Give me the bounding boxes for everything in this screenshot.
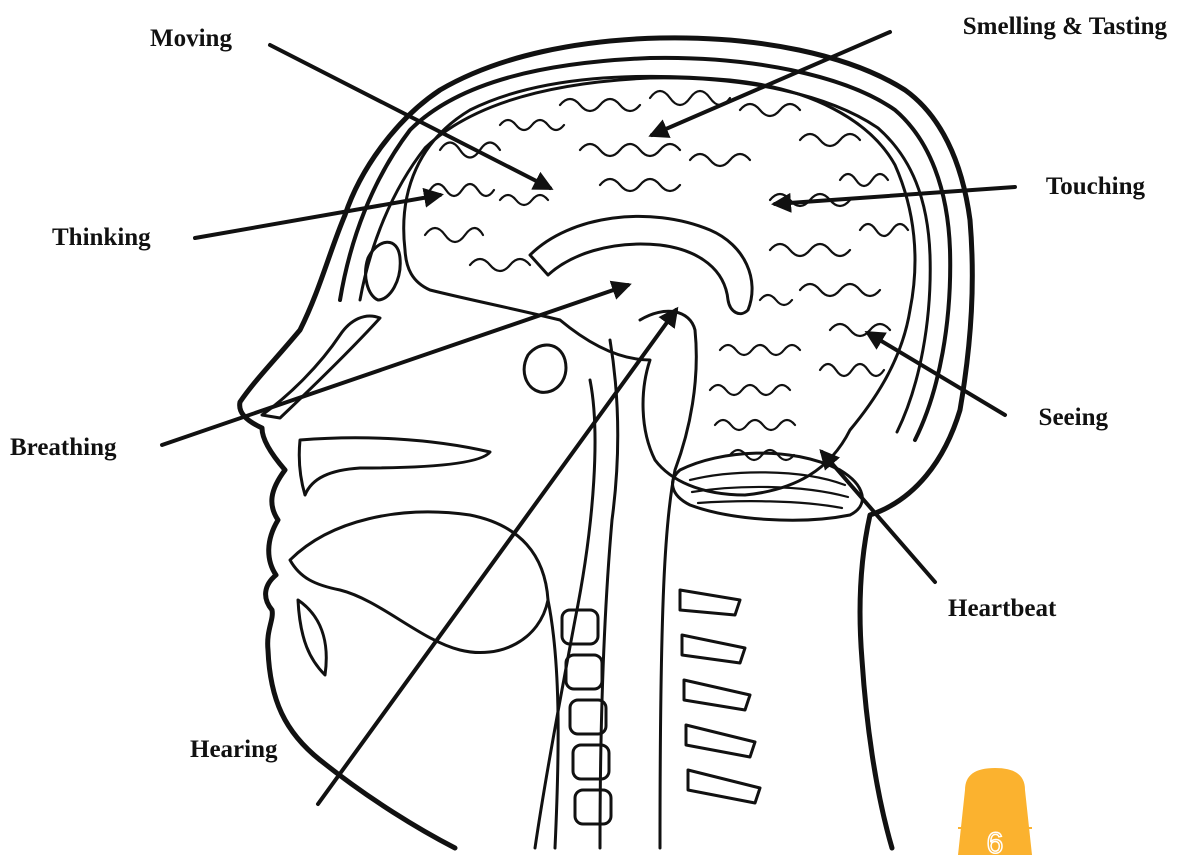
spinous-process: [680, 590, 740, 615]
spinous-process: [682, 635, 745, 663]
label-moving: Moving: [150, 25, 232, 52]
labels: Moving Smelling & Tasting Thinking Touch…: [10, 13, 1167, 763]
brainstem: [640, 311, 696, 848]
label-smelling-tasting: Smelling & Tasting: [963, 13, 1168, 40]
pointer-breathing: [162, 285, 628, 445]
brain-gyri-texture: [425, 91, 908, 460]
crayon-logo-icon: 6: [958, 768, 1032, 855]
pointer-touching: [775, 187, 1015, 204]
nasal-cavity: [299, 438, 490, 495]
label-hearing: Hearing: [190, 736, 278, 763]
label-breathing: Breathing: [10, 434, 117, 461]
sinus-sphenoid: [524, 345, 566, 392]
vertebra: [562, 610, 598, 644]
spinous-process: [684, 680, 750, 710]
crayon-digit: 6: [987, 827, 1004, 855]
brain: [404, 76, 915, 848]
label-thinking: Thinking: [52, 224, 151, 251]
sinus-frontal: [366, 242, 401, 300]
label-heartbeat: Heartbeat: [948, 595, 1057, 622]
label-touching: Touching: [1046, 173, 1146, 200]
jaw-outline: [298, 600, 326, 675]
brain-outline: [404, 76, 915, 495]
spinous-process: [686, 725, 755, 757]
tongue-outline: [290, 512, 548, 653]
label-seeing: Seeing: [1039, 404, 1109, 431]
vertebra: [573, 745, 609, 779]
spinous-process: [688, 770, 760, 803]
throat-outline: [548, 600, 558, 848]
corpus-callosum: [530, 216, 752, 313]
vertebra: [575, 790, 611, 824]
vertebra: [566, 655, 602, 689]
pointer-hearing: [318, 310, 676, 804]
